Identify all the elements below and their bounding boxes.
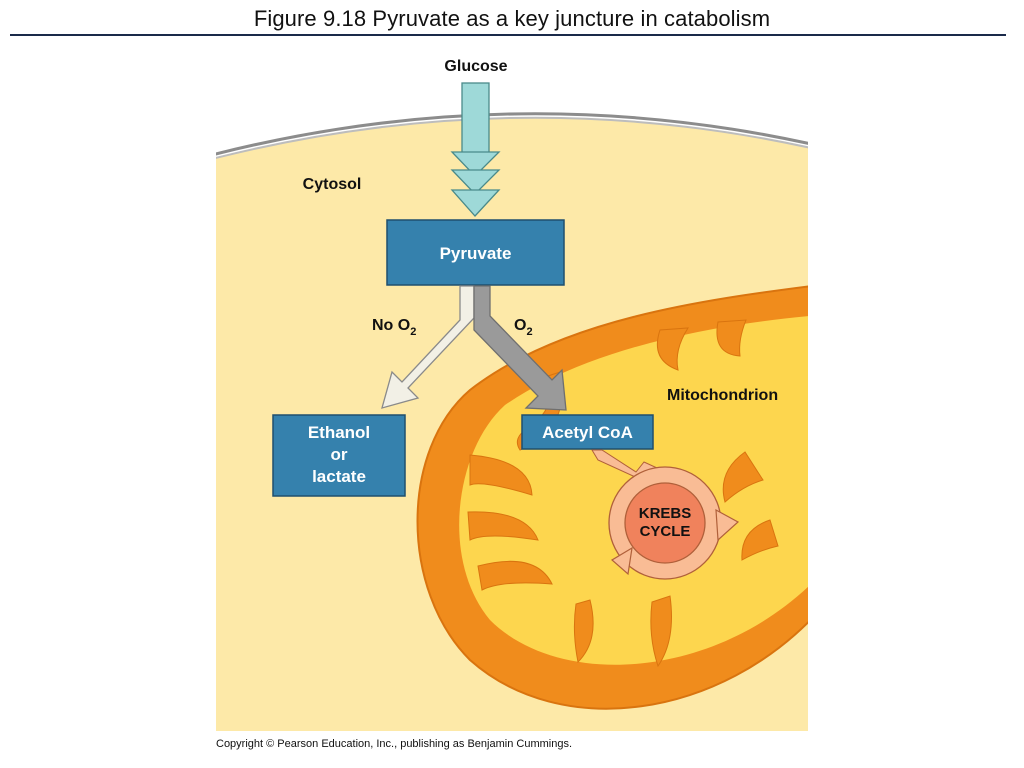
mitochondrion-cristae: [467, 319, 779, 668]
acetyl-coa-box: [521, 414, 654, 450]
krebs-cycle: KREBS CYCLE: [608, 466, 740, 580]
cycle-label: CYCLE: [640, 523, 691, 540]
cytosol-label: Cytosol: [303, 176, 362, 193]
slide-title: Figure 9.18 Pyruvate as a key juncture i…: [253, 6, 771, 31]
mitochondrion-label: Mitochondrion: [667, 387, 778, 404]
ethanol-label: Ethanol: [308, 423, 370, 442]
plasma-membrane: [216, 112, 808, 156]
glucose-arrow: [450, 82, 501, 217]
ethanol-lactate-box: [272, 414, 406, 497]
aerobic-branch-arrow: [473, 285, 567, 411]
lactate-label: lactate: [312, 467, 366, 486]
pyruvate-box: [386, 219, 565, 286]
title-divider: [10, 34, 1006, 36]
acetyl-coa-label: Acetyl CoA: [542, 423, 633, 442]
copyright-notice: Copyright © Pearson Education, Inc., pub…: [216, 738, 573, 750]
glucose-label: Glucose: [444, 58, 507, 75]
krebs-label: KREBS: [639, 505, 692, 522]
pyruvate-label: Pyruvate: [440, 244, 512, 263]
o2-label: O2: [514, 317, 533, 338]
or-label: or: [331, 445, 348, 464]
no-o2-label: No O2: [372, 317, 416, 338]
